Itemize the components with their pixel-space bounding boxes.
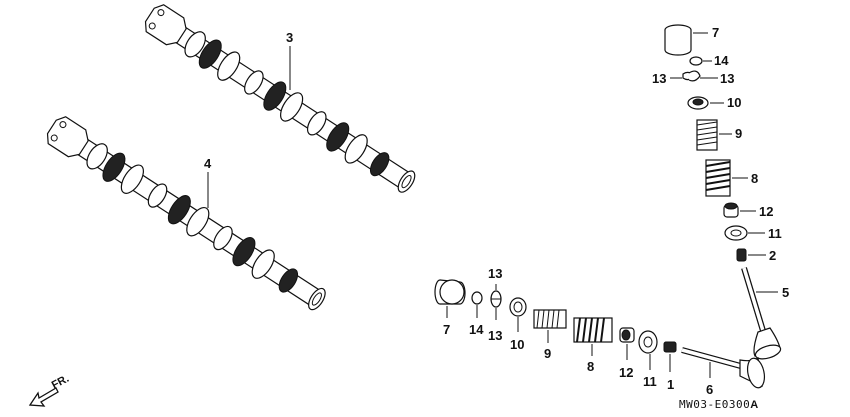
stem-seal-bottom xyxy=(619,327,635,343)
callout-outer-spring-right: 8 xyxy=(751,171,758,186)
callout-lifter-right: 7 xyxy=(712,25,719,40)
callout-cotter-right-right: 13 xyxy=(720,71,734,86)
valve-lifter-right xyxy=(664,24,692,56)
valve-cotters-bottom xyxy=(490,290,502,308)
callout-guide-bottom: 1 xyxy=(667,377,674,392)
callout-shim-right: 14 xyxy=(714,53,729,68)
spring-retainer-bottom xyxy=(509,297,527,317)
callout-lifter-bottom: 7 xyxy=(443,322,450,337)
spring-seat-bottom xyxy=(638,330,658,354)
valve-cotters-right xyxy=(682,70,701,82)
diagram-code-suffix: A xyxy=(750,399,758,411)
callout-seal-bottom: 12 xyxy=(619,365,633,380)
callout-outer-spring-bottom: 8 xyxy=(587,359,594,374)
stem-seal-right xyxy=(723,202,739,218)
callout-shim-bottom: 14 xyxy=(469,322,484,337)
callout-seat-right: 11 xyxy=(768,226,782,241)
callout-cotter-right-left: 13 xyxy=(652,71,666,86)
callout-camshaft-upper: 3 xyxy=(286,30,293,45)
valve-guide-bottom xyxy=(663,341,677,353)
spring-seat-right xyxy=(724,225,748,241)
front-direction-label: FR. xyxy=(50,373,71,392)
callout-valve-bottom: 6 xyxy=(706,382,713,397)
valve-bottom xyxy=(681,347,766,389)
shim-right xyxy=(689,56,703,66)
front-direction-arrow-icon xyxy=(28,387,59,407)
outer-spring-right xyxy=(705,159,731,197)
outer-spring-bottom xyxy=(573,317,613,343)
diagram-code-main: MW03-E0300 xyxy=(679,398,750,411)
callout-seat-bottom: 11 xyxy=(643,374,657,389)
inner-spring-right xyxy=(696,119,718,151)
callout-retainer-right: 10 xyxy=(727,95,741,110)
camshaft-upper xyxy=(144,4,416,193)
shim-bottom xyxy=(471,291,483,305)
callout-retainer-bottom: 10 xyxy=(510,337,524,352)
valve-guide-right xyxy=(736,248,747,262)
callout-seal-right: 12 xyxy=(759,204,773,219)
callout-valve-right: 5 xyxy=(782,285,789,300)
diagram-code: MW03-E0300A xyxy=(679,398,759,411)
callout-cotter-bottom-top: 13 xyxy=(488,266,502,281)
valve-right xyxy=(741,267,782,360)
inner-spring-bottom xyxy=(533,309,567,329)
camshaft-lower xyxy=(46,116,326,311)
callout-inner-spring-right: 9 xyxy=(735,126,742,141)
spring-retainer-right xyxy=(687,96,709,110)
valve-lifter-bottom xyxy=(434,279,466,305)
callout-cotter-bottom-bot: 13 xyxy=(488,328,502,343)
callout-camshaft-lower: 4 xyxy=(204,156,212,171)
callout-inner-spring-bottom: 9 xyxy=(544,346,551,361)
callout-guide-right: 2 xyxy=(769,248,776,263)
